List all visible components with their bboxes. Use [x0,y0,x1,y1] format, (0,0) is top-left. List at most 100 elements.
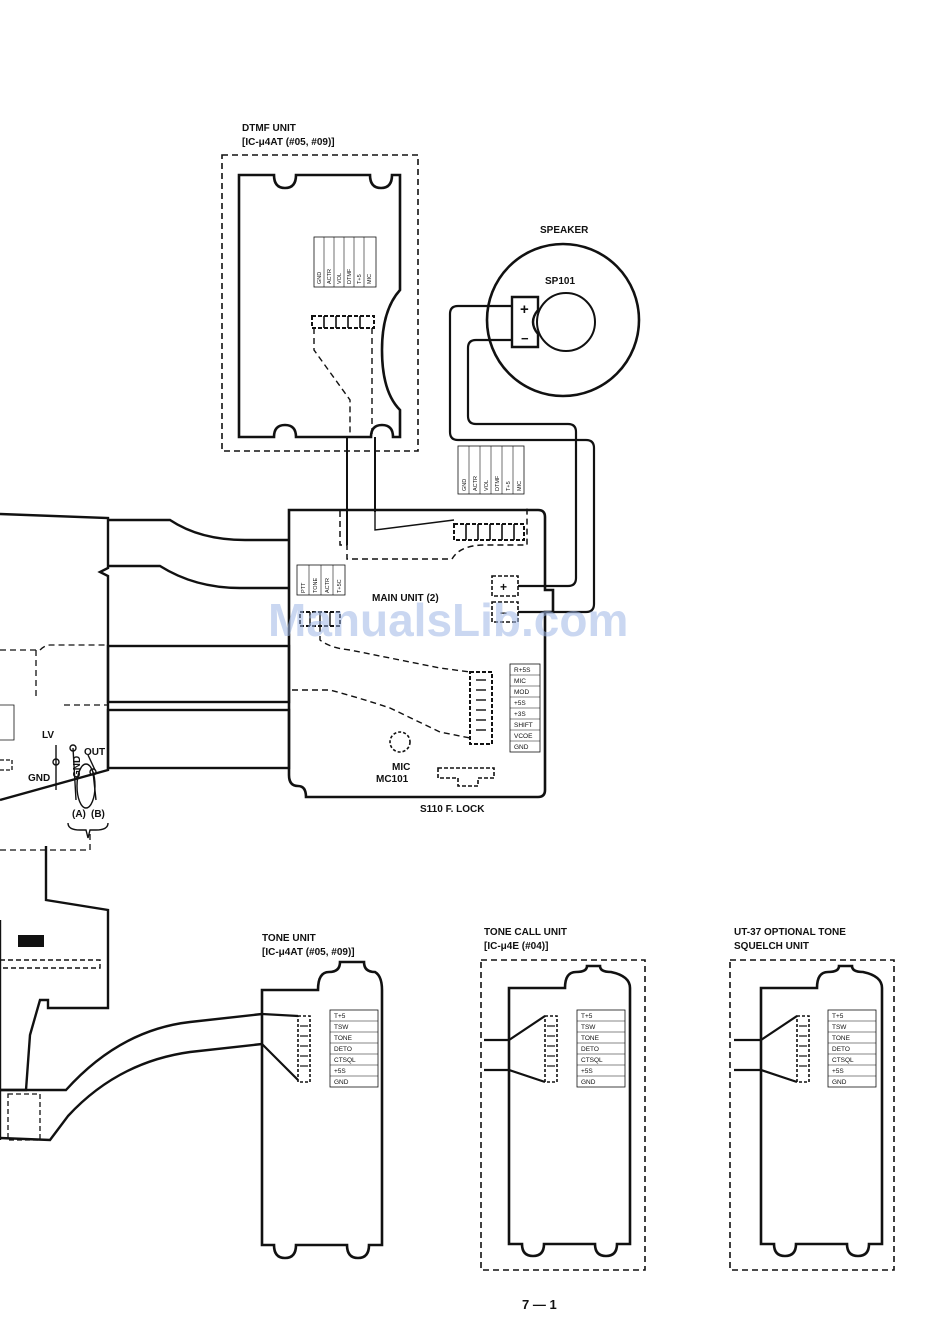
main-left-pin-label: PTT [301,582,307,593]
dtmf-unit-board [237,173,402,439]
main-right-pin-label: SHIFT [514,722,533,729]
watermark: ManualsLib.com [268,594,628,646]
dtmf-internal-trace [313,328,351,437]
main-right-pin-label: R+5S [514,667,531,674]
main-unit-dashed-outline [339,506,528,560]
speaker-ref: SP101 [545,276,575,287]
main-left-pin-label: TONE [313,577,319,593]
lock-switch [437,767,495,787]
ut37-boundary [729,959,895,1271]
tone-unit: TONE UNIT [IC-μ4AT (#05, #09)] T+5 TSW T… [260,933,384,1260]
main-right-pin-label: MIC [514,678,526,685]
speaker-title: SPEAKER [540,225,589,236]
dtmf-pin-label: MIC [367,274,373,284]
ut37-pin-label: +5S [832,1068,844,1075]
main-speaker-plus-pad: + [491,575,519,597]
main-top-pin-label: GND [462,479,468,491]
tone-unit-board [260,960,384,1260]
tone-call-title: TONE CALL UNIT [484,927,567,938]
main-trace-to-dtmf [374,512,455,531]
tone-call-pin-label: DETO [581,1046,599,1053]
dtmf-pin-label: T+5 [357,274,363,284]
lv-label: LV [42,730,54,741]
dtmf-unit: DTMF UNIT [IC-μ4AT (#05, #09)] GND ACTR … [221,123,419,452]
mic-label: MIC [392,762,410,773]
tone-call-pin-label: GND [581,1079,596,1086]
speaker-cone [536,292,596,352]
main-unit-title: MAIN UNIT (2) [372,593,439,604]
page-number: 7 — 1 [522,1297,557,1312]
dtmf-unit-boundary [221,154,419,452]
main-top-pin-label: DTMF [495,475,501,491]
dtmf-pin-label: ACTR [327,269,333,284]
gnd-vertical-label: GND [72,756,83,778]
lock-switch-label: S110 F. LOCK [420,804,485,815]
tone-pin-label: +5S [334,1068,346,1075]
ut37-unit: UT-37 OPTIONAL TONE SQUELCH UNIT T+5 TSW… [729,927,895,1271]
main-left-pin-label: ACTR [325,578,331,593]
main-dashed-trace [319,626,471,673]
speaker-terminal-block [510,295,540,349]
main-left-pin-table: PTT TONE ACTR T+5C [296,564,346,596]
main-top-pin-table: GND ACTR VOL DTMF T+5 MIC [457,445,525,495]
main-top-pin-label: T+5 [506,481,512,491]
tone-pin-label: GND [334,1079,349,1086]
main-dashed-trace [292,689,471,739]
main-right-pin-table: R+5S MIC MOD +5S +3S SHIFT VCOE GND [509,663,541,753]
ut37-pin-label: TSW [832,1024,847,1031]
speaker-plus-terminal: + [520,301,529,318]
tone-call-pin-label: T+5 [581,1013,593,1020]
tone-pin-label: TSW [334,1024,349,1031]
svg-text:−: − [500,606,507,620]
tone-call-pin-label: CTSQL [581,1057,603,1064]
ut37-pin-label: DETO [832,1046,850,1053]
main-top-pin-label: MIC [517,481,523,491]
tone-unit-model: [IC-μ4AT (#05, #09)] [262,947,355,958]
ut37-pin-label: GND [832,1079,847,1086]
dtmf-unit-model: [IC-μ4AT (#05, #09)] [242,137,335,148]
test-points: LV GND GND OUT (A) (B) [28,730,109,839]
main-unit: MAIN UNIT (2) GND ACTR VOL DTMF T+5 MIC [287,445,555,815]
tone-unit-connector [297,1015,311,1083]
main-right-pin-label: MOD [514,689,529,696]
tone-call-unit: TONE CALL UNIT [IC-μ4E (#04)] T+5 TSW TO… [480,927,646,1271]
svg-text:+: + [500,580,507,594]
tone-pin-label: TONE [334,1035,353,1042]
speaker: SPEAKER SP101 + − [485,225,641,398]
tone-call-board [507,964,632,1258]
speaker-minus-terminal: − [521,331,529,346]
dtmf-pin-label: DTMF [347,268,353,284]
tone-pin-label: T+5 [334,1013,346,1020]
probe-a-label: (A) [72,809,86,820]
dtmf-pin-label: GND [317,272,323,284]
probe-b-label: (B) [91,809,105,820]
ut37-board [759,964,884,1258]
ut37-connector [796,1015,810,1083]
tone-pin-label: DETO [334,1046,352,1053]
microphone [389,731,411,753]
tone-call-pin-label: +5S [581,1068,593,1075]
dtmf-pin-table: GND ACTR VOL DTMF T+5 MIC [313,236,377,288]
ut37-pin-label: CTSQL [832,1057,854,1064]
mic-ref: MC101 [376,774,409,785]
ut37-pin-table: T+5 TSW TONE DETO CTSQL +5S GND [827,1009,877,1088]
ut37-pin-label: TONE [832,1035,851,1042]
dtmf-unit-title: DTMF UNIT [242,123,296,134]
main-speaker-minus-pad: − [491,601,519,623]
dtmf-connector [311,315,375,329]
main-unit-board [287,508,555,799]
main-left-pin-label: T+5C [337,579,343,593]
left-chassis [0,512,291,851]
main-right-pin-label: +5S [514,700,526,707]
main-top-connector [453,523,525,541]
main-right-connector [469,671,493,745]
dtmf-flex-cable [346,437,376,545]
tone-call-pin-label: TONE [581,1035,600,1042]
ut37-pin-label: T+5 [832,1013,844,1020]
tone-call-pin-label: TSW [581,1024,596,1031]
tone-unit-title: TONE UNIT [262,933,316,944]
tone-unit-pin-table: T+5 TSW TONE DETO CTSQL +5S GND [329,1009,379,1088]
tone-pin-label: CTSQL [334,1057,356,1064]
tone-call-pin-table: T+5 TSW TONE DETO CTSQL +5S GND [576,1009,626,1088]
